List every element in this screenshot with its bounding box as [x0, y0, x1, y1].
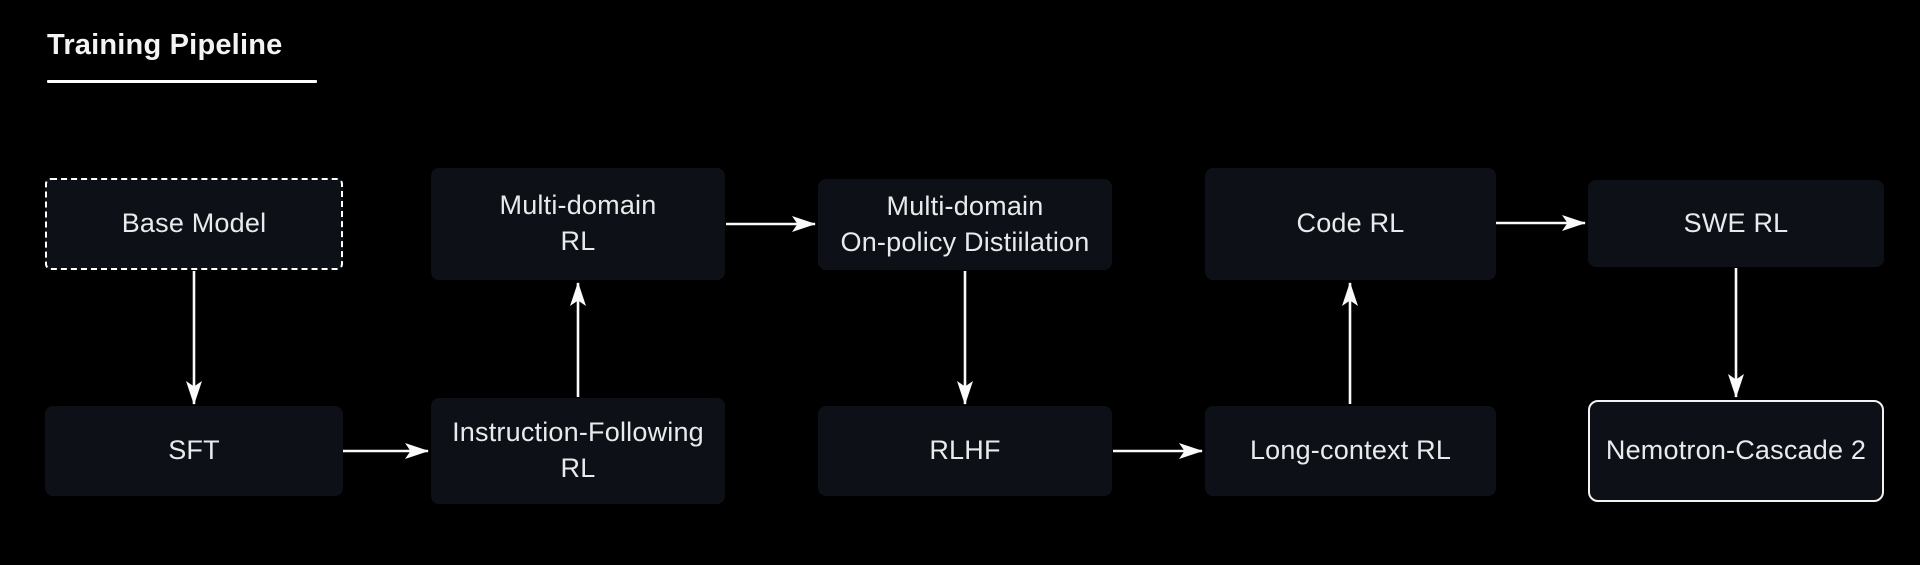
node-code-rl: Code RL — [1205, 168, 1496, 280]
node-nemotron-cascade-2: Nemotron-Cascade 2 — [1588, 400, 1884, 502]
node-base-model: Base Model — [45, 178, 343, 270]
node-label: RLHF — [929, 435, 1001, 466]
node-sft: SFT — [45, 406, 343, 496]
node-label: Multi-domain RL — [499, 190, 657, 256]
node-rlhf: RLHF — [818, 406, 1112, 496]
node-swe-rl: SWE RL — [1588, 180, 1884, 267]
node-multi-domain-rl: Multi-domain RL — [431, 168, 725, 280]
node-label: SWE RL — [1683, 207, 1789, 238]
node-label: Nemotron-Cascade 2 — [1605, 435, 1867, 466]
node-label: SFT — [168, 435, 220, 466]
node-instruction-following-rl: Instruction-Following RL — [431, 398, 725, 504]
node-label: Base Model — [121, 208, 267, 239]
node-label: Code RL — [1296, 208, 1405, 239]
node-label: Instruction-Following RL — [452, 417, 704, 483]
title-underline — [47, 79, 317, 83]
title-block: Training Pipeline — [47, 28, 317, 83]
node-label: Long-context RL — [1249, 435, 1452, 466]
node-label: Multi-domain On-policy Distiilation — [840, 190, 1090, 257]
node-long-context-rl: Long-context RL — [1205, 406, 1496, 496]
page-title: Training Pipeline — [47, 29, 283, 61]
node-multi-domain-on-policy-distillation: Multi-domain On-policy Distiilation — [818, 179, 1112, 270]
